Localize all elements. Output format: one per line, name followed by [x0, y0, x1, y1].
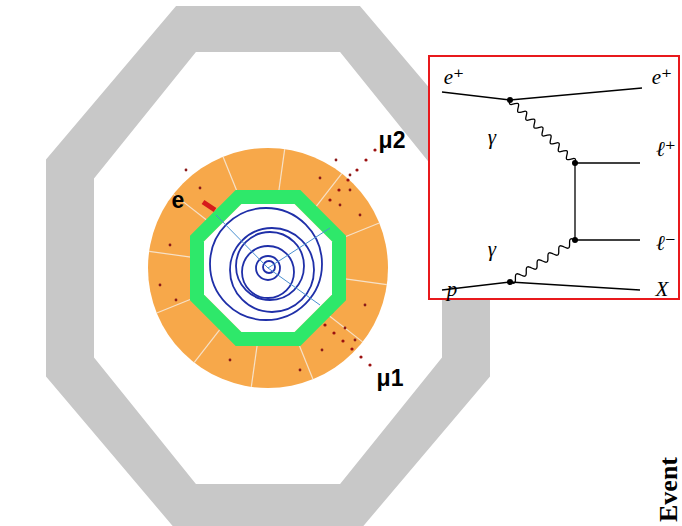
track-circle [230, 228, 314, 312]
segment-line [345, 279, 387, 285]
feynman-lines [442, 88, 642, 290]
photon-line [509, 100, 575, 163]
inset-ground [428, 55, 680, 300]
energy-hit [199, 187, 202, 190]
photon-line [510, 239, 575, 283]
energy-hit [169, 244, 172, 247]
particle-label: e [172, 189, 185, 212]
segment-line [329, 316, 362, 342]
energy-hit [159, 284, 162, 287]
fermion-line [575, 239, 640, 240]
muon-hit [332, 331, 335, 334]
particle-label: e⁺ [444, 67, 464, 88]
fermion-line [442, 88, 642, 100]
tracker-ring [190, 190, 346, 346]
fermion-line [575, 162, 640, 163]
muon-track [268, 228, 330, 268]
feynman-inset: e⁺ e⁺ γ ℓ⁺ ℓ⁻ γ p X [428, 55, 680, 300]
track-circle [236, 232, 304, 300]
vertex-dot [572, 237, 578, 243]
muon-hit [337, 188, 340, 191]
energy-hit [335, 159, 338, 162]
energy-hit [175, 299, 178, 302]
particle-label: ℓ⁻ [656, 233, 676, 254]
energy-hit [359, 214, 362, 217]
energy-hit [349, 189, 352, 192]
vertex-dot [507, 97, 513, 103]
muon-chamber-band [46, 6, 490, 526]
energy-hit [349, 174, 352, 177]
energy-hit [354, 339, 357, 342]
muon-hit [355, 168, 358, 171]
electron-deposit [203, 202, 215, 210]
track-circle [210, 208, 322, 320]
muon-hit [341, 339, 344, 342]
energy-hit [185, 169, 188, 172]
muon-hit [359, 355, 362, 358]
calorimeter [148, 148, 388, 388]
calorimeter-segments [149, 149, 387, 387]
muon-hit [368, 363, 371, 366]
muon-hit [323, 323, 326, 326]
muon-hit [328, 198, 331, 201]
particle-label: ℓ⁺ [656, 139, 676, 160]
energy-hit [339, 204, 342, 207]
muon-track [268, 268, 320, 305]
energy-hit [364, 304, 367, 307]
segment-line [157, 297, 196, 313]
energy-hit [344, 327, 347, 330]
muon-hit [364, 158, 367, 161]
segment-line [297, 340, 313, 379]
particle-label: γ [488, 239, 496, 260]
segment-line [279, 149, 285, 191]
particle-label: γ [488, 127, 496, 148]
energy-hit [319, 177, 322, 180]
tracker-inner [204, 204, 332, 332]
energy-hit [229, 359, 232, 362]
vertex-dot [507, 279, 513, 285]
muon-hit [350, 347, 353, 350]
energy-hit [321, 349, 324, 352]
segment-line [223, 157, 239, 196]
segment-line [251, 345, 257, 387]
segment-line [316, 173, 342, 206]
energy-hit [299, 369, 302, 372]
segment-line [194, 329, 220, 362]
particle-label: e⁺ [652, 67, 672, 88]
muon-hit [346, 178, 349, 181]
electron-track [216, 215, 268, 268]
particle-label: X [656, 279, 669, 300]
particle-label: p [447, 279, 458, 300]
track-circle [242, 246, 294, 298]
segment-line [340, 223, 379, 239]
particle-label: μ2 [379, 129, 406, 152]
muon-hit [373, 148, 376, 151]
axis-title: Event [656, 457, 682, 522]
vertex-dot [572, 160, 578, 166]
segment-line [149, 251, 191, 257]
particle-label: μ1 [377, 367, 404, 390]
fermion-line [574, 163, 575, 240]
fermion-line [442, 282, 640, 290]
